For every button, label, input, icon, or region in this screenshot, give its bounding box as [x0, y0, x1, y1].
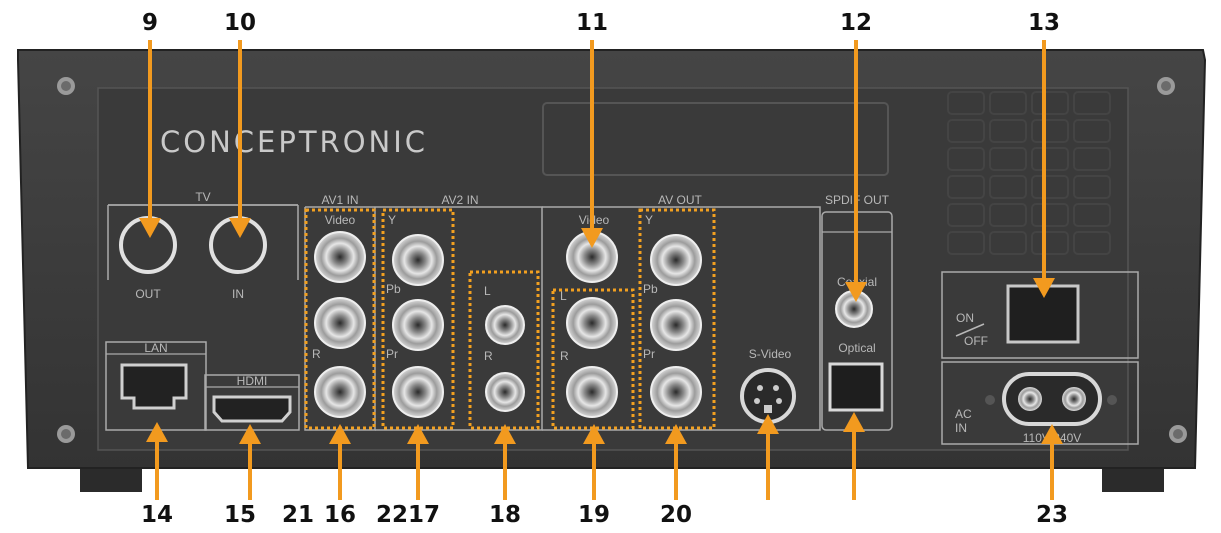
avout-y-jack	[650, 234, 702, 286]
avout-audio-l-jack	[566, 297, 618, 349]
off-label: OFF	[964, 334, 988, 348]
avout-pb-jack	[650, 299, 702, 351]
hdmi-port	[212, 395, 292, 423]
tv-in-label: IN	[232, 287, 244, 301]
av1-video-label: Video	[325, 213, 356, 227]
av-section-frames	[304, 206, 893, 431]
callout-9: 9	[142, 10, 158, 36]
tv-out-label: OUT	[135, 287, 161, 301]
av2-pr-jack	[392, 366, 444, 418]
av1-in-title: AV1 IN	[321, 193, 358, 207]
callout-22: 22	[376, 502, 408, 528]
av2-pb-jack	[392, 299, 444, 351]
right-foot	[1102, 468, 1164, 492]
vent-grille	[947, 91, 1111, 255]
av1-r-label: R	[312, 347, 321, 361]
avout-pr-label: Pr	[643, 347, 655, 361]
left-foot	[80, 468, 142, 492]
on-label: ON	[956, 311, 974, 325]
lan-port	[120, 363, 188, 410]
callout-20: 20	[660, 502, 692, 528]
callout-14: 14	[141, 502, 173, 528]
avout-r-label: R	[560, 349, 569, 363]
av2-pr-label: Pr	[386, 347, 398, 361]
av2-audio-l-jack	[485, 305, 525, 345]
av2-r-label: R	[484, 349, 493, 363]
hdmi-section-title: HDMI	[237, 374, 268, 388]
brand-logo: CONCEPTRONIC	[160, 125, 428, 159]
label-window	[542, 102, 889, 176]
av2-y-label: Y	[388, 213, 396, 227]
callout-16: 16	[324, 502, 356, 528]
callout-15: 15	[224, 502, 256, 528]
av1-video-jack	[314, 231, 366, 283]
callout-21: 21	[282, 502, 314, 528]
screw-icon	[1157, 77, 1175, 95]
av2-y-jack	[392, 234, 444, 286]
screw-icon	[1169, 425, 1187, 443]
callout-11: 11	[576, 10, 608, 36]
svideo-label: S-Video	[749, 347, 792, 361]
avout-pb-label: Pb	[643, 282, 658, 296]
hdmi-section: HDMI	[204, 374, 300, 431]
optical-port	[828, 362, 884, 412]
av2-pb-label: Pb	[386, 282, 401, 296]
screw-icon	[57, 425, 75, 443]
avout-y-label: Y	[645, 213, 653, 227]
optical-label: Optical	[838, 341, 875, 355]
avout-audio-r-jack	[566, 366, 618, 418]
avout-l-label: L	[560, 289, 567, 303]
callout-23: 23	[1036, 502, 1068, 528]
av1-audio-l-jack	[314, 297, 366, 349]
ac-in-label: IN	[955, 421, 967, 435]
callout-17: 17	[408, 502, 440, 528]
callout-10: 10	[224, 10, 256, 36]
callout-19: 19	[578, 502, 610, 528]
tv-section-title: TV	[195, 190, 210, 204]
avout-pr-jack	[650, 366, 702, 418]
av2-in-title: AV2 IN	[441, 193, 478, 207]
av2-l-label: L	[484, 284, 491, 298]
avout-video-label: Video	[579, 213, 610, 227]
av2-audio-r-jack	[485, 372, 525, 412]
lan-section-title: LAN	[144, 341, 167, 355]
callout-18: 18	[489, 502, 521, 528]
callout-12: 12	[840, 10, 872, 36]
av-out-title: AV OUT	[658, 193, 702, 207]
callout-13: 13	[1028, 10, 1060, 36]
ac-in-area: AC IN 110V-240V	[941, 361, 1139, 445]
callout-arrows	[139, 40, 1063, 500]
tv-section: TV OUT IN	[107, 190, 299, 301]
svideo-port	[740, 368, 796, 424]
screw-icon	[57, 77, 75, 95]
highlight-avout-component	[638, 208, 716, 430]
av1-audio-r-jack	[314, 366, 366, 418]
ac-label: AC	[955, 407, 972, 421]
